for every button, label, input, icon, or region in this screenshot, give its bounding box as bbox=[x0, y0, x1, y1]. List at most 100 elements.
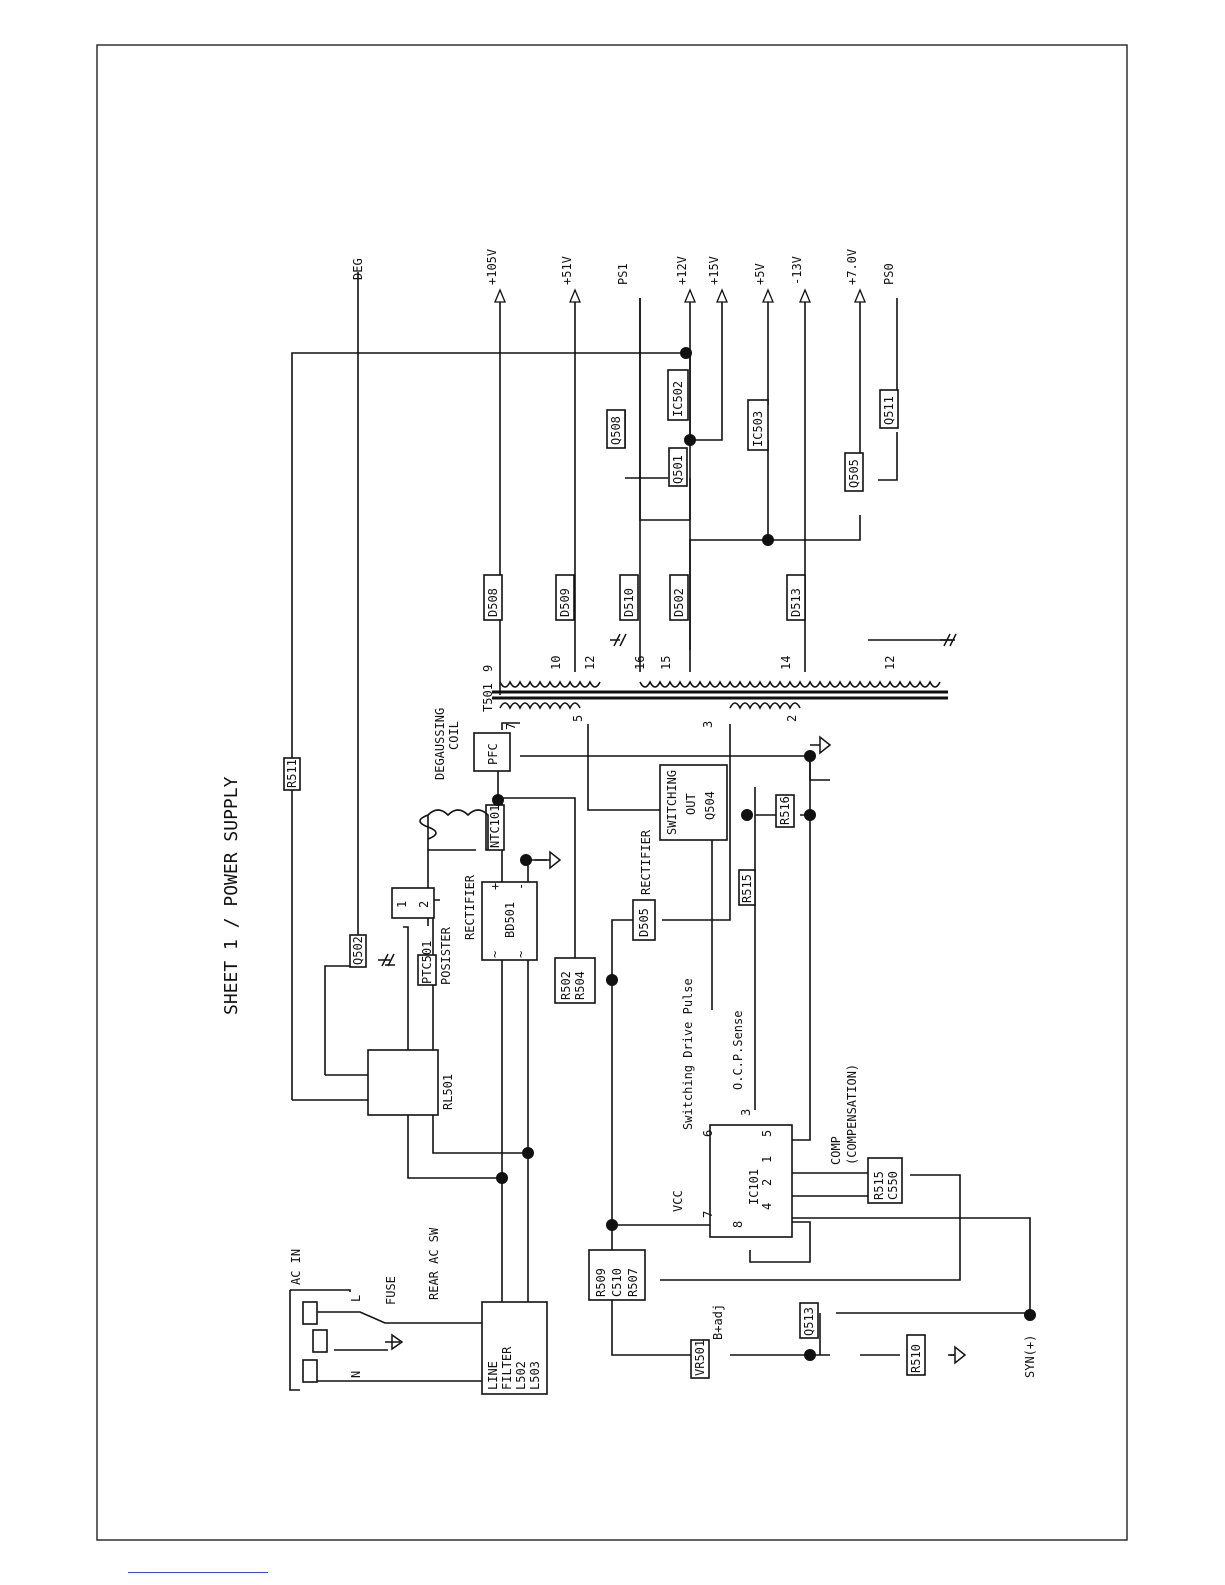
label-comp-0: COMP bbox=[829, 1136, 843, 1165]
label-switching-2: Q504 bbox=[703, 791, 717, 820]
degauss-connector-box bbox=[391, 887, 435, 919]
d513-box bbox=[786, 574, 806, 621]
r509-c510-r507-box bbox=[588, 1249, 646, 1301]
label-syn: SYN(+) bbox=[1023, 1335, 1037, 1378]
label-out-ps0: PS0 bbox=[882, 263, 896, 285]
d509-box bbox=[555, 574, 575, 621]
label-filter-0: LINE bbox=[486, 1361, 500, 1390]
switching-q504-box bbox=[659, 764, 728, 841]
vr501-box bbox=[690, 1339, 710, 1379]
footer-link-underline[interactable] bbox=[128, 1572, 268, 1573]
label-out-12v: +12V bbox=[675, 256, 689, 285]
label-r511: R511 bbox=[285, 759, 299, 788]
line-filter-box bbox=[481, 1301, 548, 1395]
q513-box bbox=[799, 1302, 819, 1339]
sheet-title: SHEET 1 / POWER SUPPLY bbox=[221, 776, 242, 1015]
label-deg: DEG bbox=[351, 258, 365, 280]
label-ic-pin-5: 5 bbox=[760, 1130, 774, 1137]
label-ptc501: PTC501 bbox=[420, 941, 434, 984]
pfc-box bbox=[473, 732, 511, 772]
label-d505: D505 bbox=[637, 908, 651, 937]
label-degaussing-0: DEGAUSSING bbox=[433, 708, 447, 780]
label-ic-pin-1: 1 bbox=[760, 1156, 774, 1163]
label-ic502: IC502 bbox=[671, 381, 685, 417]
q511-box bbox=[879, 389, 899, 429]
ac-in-connector bbox=[289, 1289, 351, 1391]
label-r502: R502 bbox=[559, 971, 573, 1000]
label-q511: Q511 bbox=[882, 396, 896, 425]
label-r515: R515 bbox=[872, 1171, 886, 1200]
ptc501-box bbox=[417, 954, 437, 986]
d508-box bbox=[483, 574, 503, 621]
label-sec-12b: 12 bbox=[883, 656, 897, 670]
label-r510: R510 bbox=[909, 1344, 923, 1373]
ground-symbols bbox=[378, 633, 967, 1365]
label-ic-pin-3: 3 bbox=[739, 1109, 753, 1116]
degaussing-coil bbox=[419, 809, 489, 850]
label-sec-14: 14 bbox=[779, 656, 793, 670]
label-fuse: FUSE bbox=[384, 1276, 398, 1305]
label-d513: D513 bbox=[789, 588, 803, 617]
q505-box bbox=[844, 452, 864, 492]
r510-box bbox=[906, 1334, 926, 1376]
transformer-label: T501 bbox=[481, 683, 495, 712]
label-d510: D510 bbox=[622, 588, 636, 617]
label-out-51v: +51V bbox=[560, 256, 574, 285]
label-comp-1: (COMPENSATION) bbox=[845, 1064, 859, 1165]
label-d508: D508 bbox=[486, 588, 500, 617]
label-posister: POSISTER bbox=[439, 926, 453, 985]
label-pin-3: 3 bbox=[701, 721, 715, 728]
label-q505: Q505 bbox=[847, 459, 861, 488]
d505-box bbox=[632, 899, 656, 941]
label-out-105v: +105V bbox=[485, 249, 499, 285]
label-sec-15: 15 bbox=[659, 656, 673, 670]
label-out-5v: +5V bbox=[753, 263, 767, 285]
label-degaussing-1: COIL bbox=[447, 721, 461, 750]
output-arrows bbox=[494, 288, 866, 303]
label-r507: R507 bbox=[626, 1268, 640, 1297]
label-ic101: IC101 bbox=[747, 1169, 761, 1205]
label-q501: Q501 bbox=[671, 455, 685, 484]
label-rectifier-1: RECTIFIER bbox=[463, 874, 477, 940]
q501-box bbox=[668, 447, 688, 487]
label-ic-pin-6: 6 bbox=[701, 1130, 715, 1137]
label-q502: Q502 bbox=[351, 936, 365, 965]
label-q513: Q513 bbox=[802, 1307, 816, 1336]
label-ic-pin-7: 7 bbox=[701, 1211, 715, 1218]
label-out-7v: +7.0V bbox=[845, 249, 859, 285]
label-ic-pin-2: 2 bbox=[760, 1179, 774, 1186]
label-pfc: PFC bbox=[486, 743, 500, 765]
label-deg-pin1: 1 bbox=[395, 901, 409, 908]
label-vr501: VR501 bbox=[693, 1340, 707, 1376]
label-bridge-minus: - bbox=[514, 883, 528, 890]
junction-dots bbox=[492, 347, 1036, 1361]
label-switching-1: OUT bbox=[684, 793, 698, 815]
label-drive-pulse: Switching Drive Pulse bbox=[681, 978, 695, 1130]
label-r516: R516 bbox=[778, 796, 792, 825]
label-c550: C550 bbox=[886, 1171, 900, 1200]
label-r504: R504 bbox=[573, 971, 587, 1000]
label-bridge-plus: + bbox=[488, 883, 502, 890]
q502-box bbox=[349, 934, 367, 968]
label-sec-10: 10 bbox=[549, 656, 563, 670]
ic502-box bbox=[667, 369, 689, 421]
labels: AC IN L N FUSE REAR AC SW LINE FILTER L5… bbox=[285, 249, 1037, 1390]
label-rl501: RL501 bbox=[441, 1074, 455, 1110]
label-rectifier-2: RECTIFIER bbox=[639, 829, 653, 895]
bd501-box bbox=[481, 881, 538, 961]
label-bridge-ac2: ~ bbox=[514, 951, 528, 958]
label-rear-ac-sw: REAR AC SW bbox=[427, 1227, 441, 1300]
label-bd501: BD501 bbox=[503, 902, 517, 938]
label-badj: B+adj bbox=[711, 1304, 725, 1340]
r515a-box bbox=[738, 869, 756, 906]
label-filter-1: FILTER bbox=[500, 1346, 514, 1390]
page-frame bbox=[96, 44, 1128, 1541]
label-switching-0: SWITCHING bbox=[665, 770, 679, 835]
label-deg-pin2: 2 bbox=[417, 901, 431, 908]
label-filter-3: L503 bbox=[528, 1361, 542, 1390]
ic503-box bbox=[747, 399, 769, 451]
label-out-13v: -13V bbox=[790, 256, 804, 285]
label-pin-l: L bbox=[349, 1295, 363, 1302]
label-ac-in: AC IN bbox=[289, 1249, 303, 1285]
